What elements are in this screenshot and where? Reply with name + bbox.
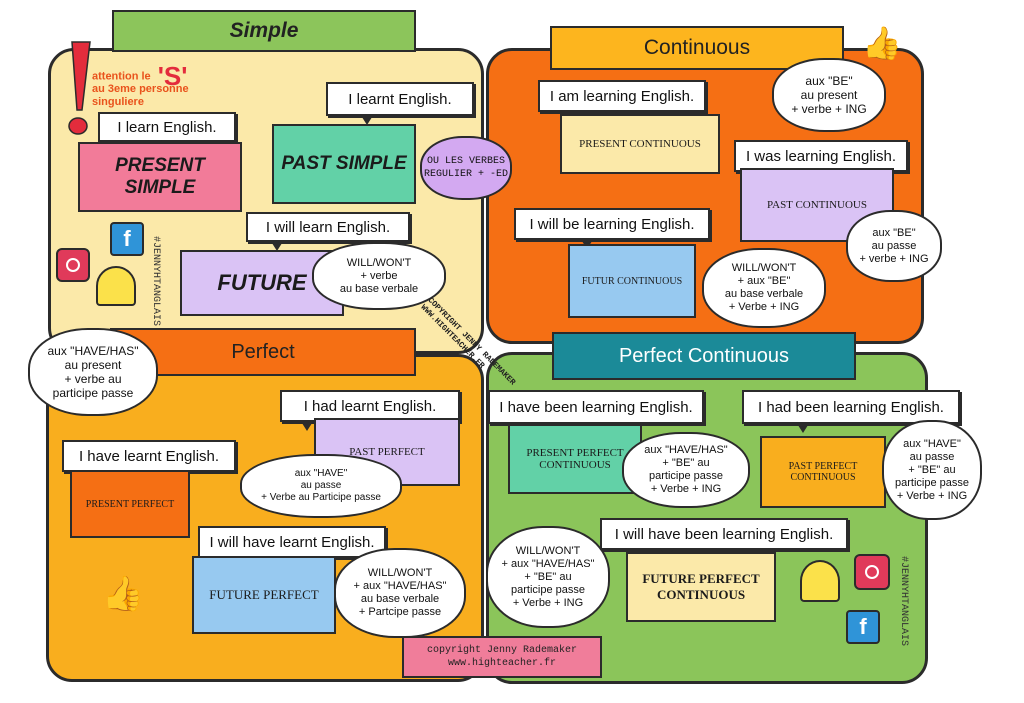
cloud-line: aux "HAVE": [294, 468, 348, 479]
past-simple-label: PAST SIMPLE: [272, 124, 416, 204]
footer-copyright: copyright Jenny Rademaker www.highteache…: [402, 636, 602, 678]
cloud-line: WILL/WON'T: [515, 544, 581, 557]
present-perfect-continuous-label: PRESENT PERFECT CONTINUOUS: [508, 424, 642, 494]
future-continuous-label: FUTUR CONTINUOUS: [568, 244, 696, 318]
cloud-line: aux "HAVE": [903, 437, 961, 450]
past-perfect-continuous-rule-cloud: aux "HAVE" au passe + "BE" au participe …: [882, 420, 982, 520]
cloud-line: + Verbe au Participe passe: [261, 492, 381, 503]
cloud-line: + verbe au: [64, 372, 122, 386]
past-perfect-rule-cloud: aux "HAVE" au passe + Verbe au Participe…: [240, 454, 402, 518]
past-simple-sentence: I learnt English.: [326, 82, 474, 116]
past-perfect-continuous-label: PAST PERFECT CONTINUOUS: [760, 436, 886, 508]
snapchat-icon: [800, 560, 840, 602]
bubble-tail: [796, 422, 810, 433]
future-perfect-rule-cloud: WILL/WON'T + aux "HAVE/HAS" au base verb…: [334, 548, 466, 638]
cloud-line: au base verbale: [360, 593, 440, 605]
present-perfect-continuous-sentence: I have been learning English.: [488, 390, 704, 424]
footer-line1: copyright Jenny Rademaker: [426, 645, 578, 656]
facebook-icon: f: [110, 222, 144, 256]
cloud-line: aux "BE": [805, 74, 853, 88]
cloud-line: + verbe: [360, 269, 398, 282]
hashtag-perfect-continuous: #JENNYHTANGLAIS: [898, 556, 909, 647]
s-note-line2: au 3eme personne singuliere: [92, 83, 189, 109]
present-simple-sentence: I learn English.: [98, 112, 236, 142]
cloud-line: + aux "BE": [737, 275, 791, 287]
future-perfect-continuous-sentence: I will have been learning English.: [600, 518, 848, 550]
bubble-tail: [270, 240, 284, 251]
cloud-line: + "BE" au: [662, 457, 710, 469]
cloud-line: + verbe + ING: [859, 252, 929, 265]
perfect-continuous-title: Perfect Continuous: [552, 332, 856, 380]
bubble-tail: [300, 420, 314, 431]
future-perfect-continuous-label: FUTURE PERFECT CONTINUOUS: [626, 552, 776, 622]
present-continuous-label: PRESENT CONTINUOUS: [560, 114, 720, 174]
perfect-present-rule-cloud: aux "HAVE/HAS" au present + verbe au par…: [28, 328, 158, 416]
cloud-line: au base verbale: [339, 282, 419, 295]
cloud-line: participe passe: [52, 386, 134, 400]
cloud-line: participe passe: [649, 470, 723, 482]
future-rule-cloud: WILL/WON'T + verbe au base verbale: [312, 242, 446, 310]
past-perfect-continuous-sentence: I had been learning English.: [742, 390, 960, 424]
cloud-line: + aux "HAVE/HAS": [353, 580, 447, 592]
cloud-line: participe passe: [511, 583, 585, 596]
cloud-line: au passe: [300, 480, 342, 491]
cloud-line: au passe: [909, 450, 955, 463]
simple-title: Simple: [112, 10, 416, 52]
present-perfect-sentence: I have learnt English.: [62, 440, 236, 472]
cloud-line: aux "BE": [872, 226, 916, 239]
facebook-icon: f: [846, 610, 880, 644]
cloud-line: + aux "HAVE/HAS": [501, 557, 595, 570]
cloud-line: + Verbe + ING: [896, 489, 968, 502]
present-perfect-label: PRESENT PERFECT: [70, 470, 190, 538]
cloud-line: + "BE" au: [524, 570, 572, 583]
future-sentence: I will learn English.: [246, 212, 410, 242]
exclamation-icon: [64, 40, 94, 140]
s-note: attention le 'S' au 3eme personne singul…: [92, 63, 242, 109]
cloud-line: au present: [800, 88, 858, 102]
cloud-line: + Partcipe passe: [358, 606, 442, 618]
cloud-line: OU LES VERBES: [426, 156, 505, 167]
cloud-line: + Verbe + ING: [650, 483, 722, 495]
cloud-line: REGULIER + -ED: [423, 169, 508, 180]
hashtag-simple: #JENNYHTANGLAIS: [150, 236, 161, 327]
past-continuous-label: PAST CONTINUOUS: [740, 168, 894, 242]
cloud-line: WILL/WON'T: [367, 567, 433, 579]
future-perfect-sentence: I will have learnt English.: [198, 526, 386, 558]
cloud-line: au base verbale: [724, 288, 804, 300]
present-continuous-sentence: I am learning English.: [538, 80, 706, 112]
past-continuous-rule-cloud: aux "BE" au passe + verbe + ING: [846, 210, 942, 282]
cloud-line: au present: [64, 358, 122, 372]
thumbs-up-icon: 👍: [862, 25, 902, 61]
cloud-line: + "BE" au: [908, 463, 956, 476]
cloud-line: aux "HAVE/HAS": [644, 444, 728, 456]
future-perfect-label: FUTURE PERFECT: [192, 556, 336, 634]
perfect-title: Perfect: [110, 328, 416, 376]
s-note-line1: attention le: [92, 70, 151, 83]
cloud-line: WILL/WON'T: [346, 256, 412, 269]
cloud-line: participe passe: [895, 476, 969, 489]
cloud-line: + verbe + ING: [791, 102, 867, 116]
past-simple-rule-cloud: OU LES VERBES REGULIER + -ED: [420, 136, 512, 200]
future-continuous-rule-cloud: WILL/WON'T + aux "BE" au base verbale + …: [702, 248, 826, 328]
future-continuous-sentence: I will be learning English.: [514, 208, 710, 240]
cloud-line: + Verbe + ING: [728, 301, 800, 313]
instagram-icon: [56, 248, 90, 282]
cloud-line: WILL/WON'T: [731, 262, 797, 274]
thumbs-up-icon: 👍: [102, 575, 145, 613]
instagram-icon: [854, 554, 890, 590]
bubble-tail: [580, 238, 594, 249]
present-simple-label: PRESENT SIMPLE: [78, 142, 242, 212]
present-perfect-continuous-rule-cloud: aux "HAVE/HAS" + "BE" au participe passe…: [622, 432, 750, 508]
cloud-line: aux "HAVE/HAS": [47, 344, 139, 358]
snapchat-icon: [96, 266, 136, 306]
cloud-line: + Verbe + ING: [512, 596, 584, 609]
continuous-present-rule-cloud: aux "BE" au present + verbe + ING: [772, 58, 886, 132]
cloud-line: au passe: [871, 239, 917, 252]
footer-line2: www.highteacher.fr: [447, 658, 557, 669]
future-perfect-continuous-rule-cloud: WILL/WON'T + aux "HAVE/HAS" + "BE" au pa…: [486, 526, 610, 628]
bubble-tail: [360, 114, 374, 125]
